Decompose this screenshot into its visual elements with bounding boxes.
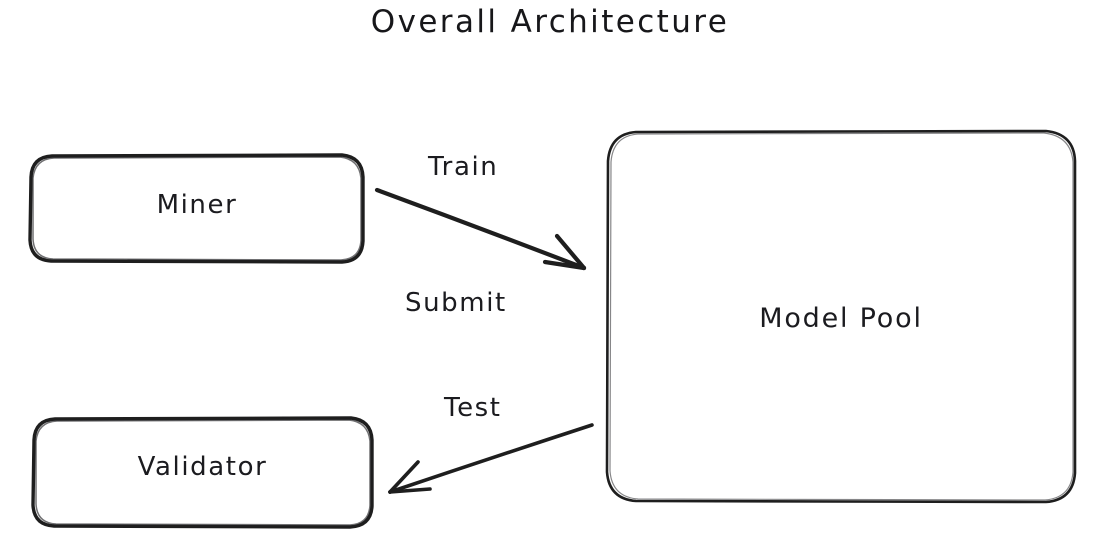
edge-label-train: Train [428,152,499,182]
node-model-pool-label: Model Pool [759,303,923,334]
node-model-pool-outline-secondary [609,132,1074,501]
diagram-title: Overall Architecture [370,4,730,40]
node-miner-outline-secondary [32,156,362,261]
node-model-pool-outline [605,129,1077,504]
node-validator-outline-secondary [35,419,371,526]
edge-model-pool-to-validator-line [388,423,594,494]
node-miner-outline [28,153,365,264]
edge-miner-to-model-pool-arrowhead-upper [554,233,587,271]
edge-model-pool-to-validator-arrowhead-lower [388,487,432,494]
edge-label-submit: Submit [405,288,507,318]
edge-miner-to-model-pool[interactable] [374,187,587,271]
node-model-pool[interactable] [605,129,1077,504]
edge-model-pool-to-validator[interactable] [388,423,594,494]
edge-model-pool-to-validator-arrowhead-upper [388,460,420,494]
edge-label-test: Test [444,393,502,423]
edge-miner-to-model-pool-line [374,187,587,271]
node-validator[interactable] [31,416,374,529]
node-validator-outline [31,416,374,529]
node-validator-label: Validator [137,452,268,482]
edge-miner-to-model-pool-arrowhead-lower [542,259,587,271]
node-miner[interactable] [28,153,365,264]
node-miner-label: Miner [156,190,238,220]
